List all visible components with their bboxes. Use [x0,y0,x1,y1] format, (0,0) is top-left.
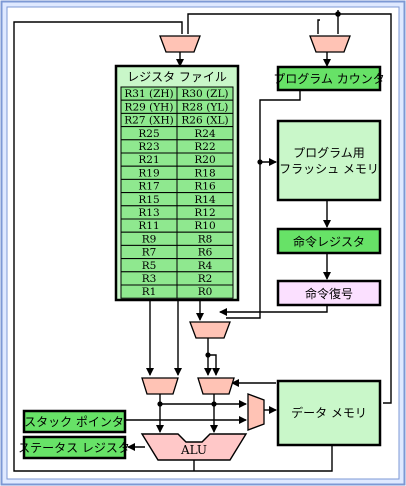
register-name: R7 [142,247,157,259]
register-name: R25 [138,128,159,140]
register-name: R20 [194,154,215,166]
register-name: R15 [138,194,159,206]
register-file: レジスタ ファイル R31 (ZH) R30 (ZL) R29 (YH) R28 (Y… [114,64,240,302]
register-name: R21 [138,154,159,166]
register-name: R11 [138,220,159,232]
program-counter-block: プログラム カウンタ [273,65,385,92]
register-name: R3 [142,273,157,285]
register-name: R16 [194,181,216,193]
status-register-label: ステータス レジスタ [18,441,130,455]
status-register-block: ステータス レジスタ [18,435,130,460]
alu-label: ALU [180,443,207,457]
register-name: R0 [198,286,213,298]
register-name: R14 [194,194,216,206]
register-name: R22 [194,141,215,153]
mux-program-counter [309,35,351,53]
flash-memory-block: プログラム用 フラッシュ メモリ [276,119,382,202]
instruction-register-block: 命令レジスタ [276,227,382,255]
instruction-register-label: 命令レジスタ [293,234,365,249]
register-name: R19 [138,167,159,179]
register-name: R9 [142,233,157,245]
register-name: R6 [198,247,213,259]
flash-memory-label-line2: フラッシュ メモリ [279,162,379,176]
instruction-decoder-block: 命令復号 [276,279,382,307]
stack-pointer-block: スタック ポインタ [22,409,127,434]
register-name: R28 (YL) [182,101,229,113]
multiplexers [141,35,351,431]
mux-register-input [159,35,201,53]
register-file-title: レジスタ ファイル [127,70,227,84]
junction [211,401,217,407]
register-name: R18 [194,167,215,179]
mux-alu-right [197,377,235,395]
register-cells: R31 (ZH) R30 (ZL) R29 (YH) R28 (YL) R27 (XH)… [120,86,234,299]
junction [205,352,211,358]
register-cell [176,284,234,299]
register-name: R1 [142,286,157,298]
register-name: R29 (YH) [125,101,174,113]
register-name: R26 (XL) [181,115,228,127]
instruction-decoder-label: 命令復号 [305,286,353,301]
register-name: R31 (ZH) [124,88,173,100]
mux-alu-left [141,377,179,395]
wires [13,10,392,472]
register-name: R23 [138,141,159,153]
program-counter-label: プログラム カウンタ [273,72,384,86]
register-name: R5 [142,260,157,272]
register-name: R24 [194,128,216,140]
alu-block: ALU [140,433,248,461]
data-memory-block: データ メモリ [276,379,382,447]
register-name: R8 [198,233,213,245]
register-name: R12 [194,207,215,219]
data-memory-label: データ メモリ [291,405,367,420]
register-name: R27 (XH) [124,115,173,127]
register-name: R4 [198,260,213,272]
register-name: R13 [138,207,159,219]
mux-data-address [247,393,265,431]
register-name: R10 [194,220,215,232]
register-name: R30 (ZL) [181,88,228,100]
mux-middle [189,321,231,339]
junction [335,11,341,17]
register-name: R2 [198,273,213,285]
flash-memory-label-line1: プログラム用 [293,146,365,160]
register-name: R17 [138,181,159,193]
stack-pointer-label: スタック ポインタ [24,415,124,429]
